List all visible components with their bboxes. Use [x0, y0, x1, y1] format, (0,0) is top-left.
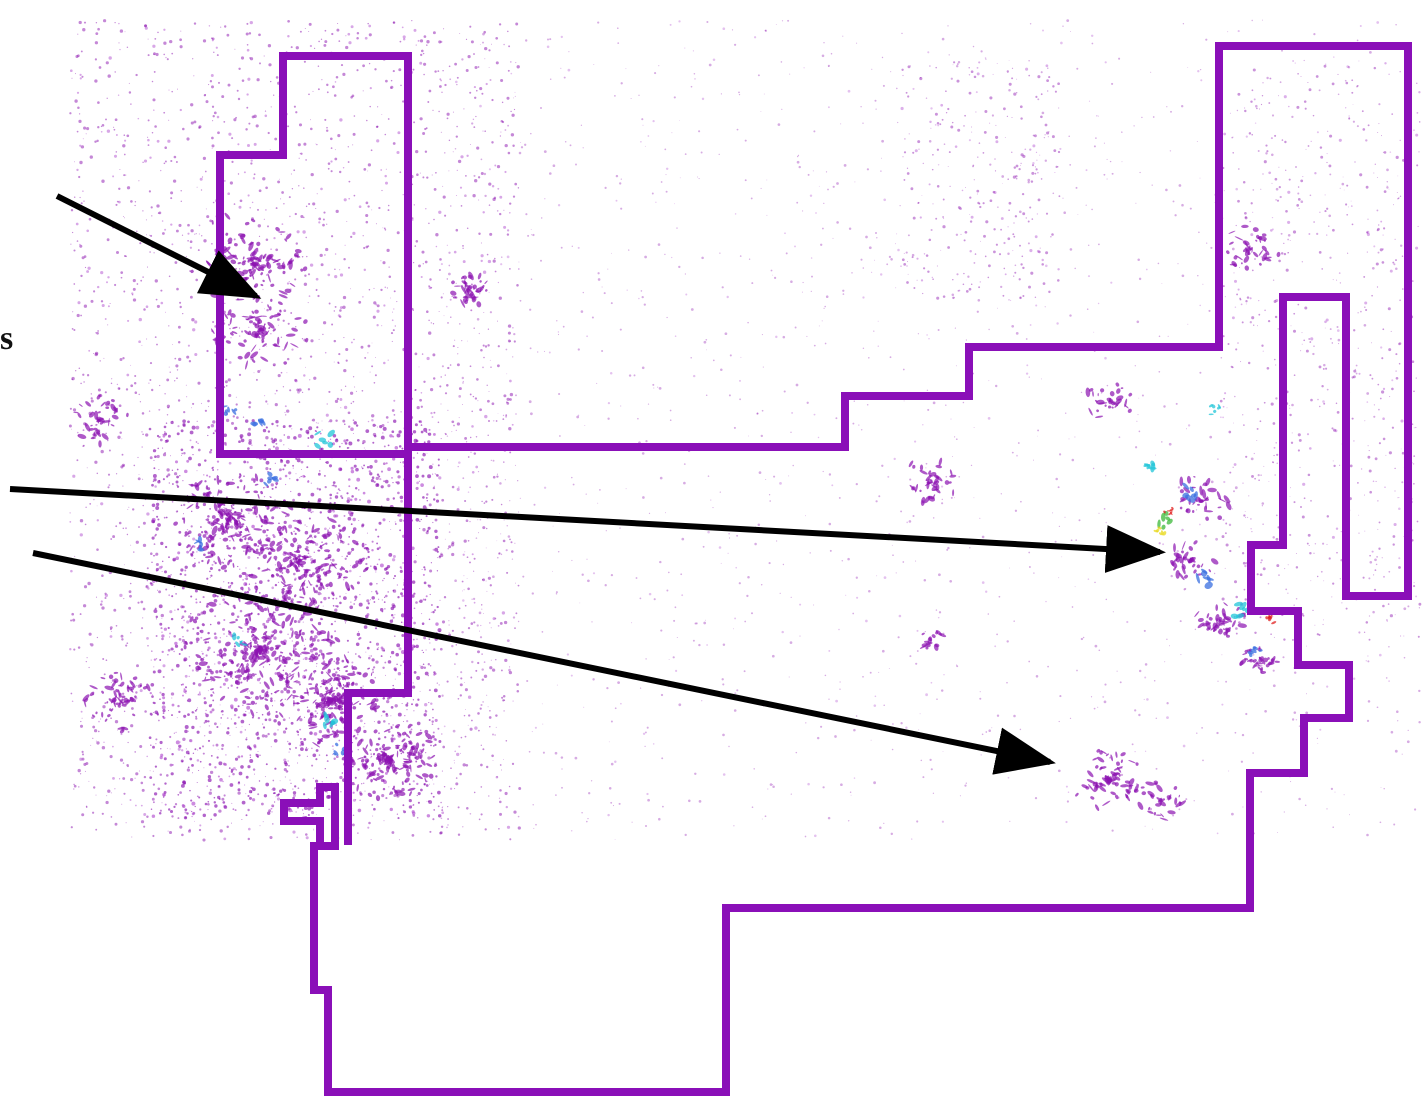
arrow-pointer	[9, 486, 1166, 574]
stray-label: s	[0, 320, 14, 357]
speckle-layer	[68, 19, 1422, 842]
site-boundaries	[216, 42, 1412, 1096]
arrow-pointer	[55, 193, 262, 299]
arrows	[9, 193, 1166, 775]
boundary-upper-left	[216, 52, 412, 458]
hotspot-layer	[193, 404, 1277, 756]
boundary-main	[280, 42, 1412, 1096]
boundary-connector	[344, 447, 412, 845]
cluster-layer	[73, 212, 1281, 821]
arrow-pointer	[32, 550, 1056, 775]
